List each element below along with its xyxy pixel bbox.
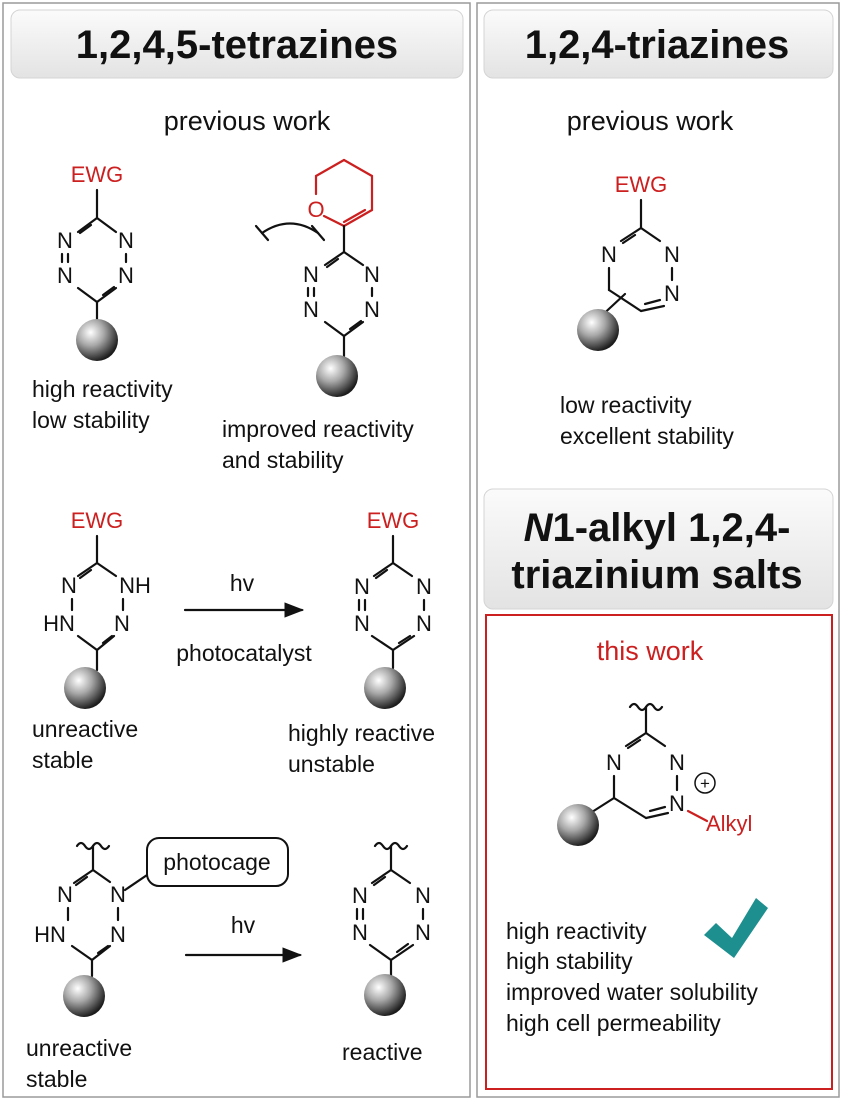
substituent-ball [316, 355, 358, 397]
svg-text:N: N [57, 263, 73, 288]
svg-text:N: N [416, 574, 432, 599]
svg-text:N: N [114, 611, 130, 636]
left-title-box [10, 9, 464, 79]
feature-high-stability: high stability [506, 948, 633, 974]
substituent-ball [63, 975, 105, 1017]
this-work-label: this work [597, 636, 704, 666]
svg-text:N: N [110, 882, 126, 907]
arrow-label-hv: hv [230, 570, 255, 596]
left-heading: previous work [164, 106, 331, 136]
substituent-ball [557, 804, 599, 846]
photocage-label: photocage [163, 849, 270, 875]
this-work-box [485, 614, 833, 1090]
substituent-ball [64, 667, 106, 709]
tetrazine-product-structure: N N N N [352, 841, 431, 1016]
svg-text:EWG: EWG [71, 508, 124, 533]
svg-text:N: N [664, 242, 680, 267]
svg-text:NH: NH [119, 573, 151, 598]
substituent-ball [577, 309, 619, 351]
salts-title-line2: triazinium salts [511, 553, 802, 597]
svg-text:N: N [669, 791, 685, 816]
svg-text:N: N [61, 573, 77, 598]
arrow2-label-hv: hv [231, 912, 256, 938]
alkyl-label: Alkyl [706, 811, 752, 836]
arrow-label-photocatalyst: photocatalyst [176, 640, 312, 666]
feature-cell-permeability: high cell permeability [506, 1010, 721, 1036]
photocaged-dihydrotetrazine-structure: N N HN N [34, 841, 152, 1017]
caption-excellent-stability: excellent stability [560, 423, 734, 449]
right-heading: previous work [567, 106, 734, 136]
svg-text:N: N [354, 574, 370, 599]
svg-text:EWG: EWG [367, 508, 420, 533]
svg-text:N: N [416, 611, 432, 636]
svg-text:N: N [118, 263, 134, 288]
svg-text:+: + [700, 774, 710, 793]
svg-text:O: O [307, 197, 324, 222]
svg-text:N: N [352, 920, 368, 945]
svg-text:N: N [364, 262, 380, 287]
caption-reactive: reactive [342, 1039, 423, 1065]
svg-text:N: N [57, 228, 73, 253]
right-title-box [483, 9, 834, 79]
svg-text:N: N [303, 297, 319, 322]
photocage-box [146, 837, 289, 887]
svg-text:HN: HN [34, 922, 66, 947]
substituent-ball [76, 319, 118, 361]
tetrazine-ewg-product-structure: EWG N N N N [354, 508, 432, 709]
tetrazine-ewg-structure: EWG N N N N [57, 162, 134, 361]
substituent-ball [364, 974, 406, 1016]
svg-text:EWG: EWG [71, 162, 124, 187]
svg-text:N: N [57, 882, 73, 907]
svg-text:N: N [601, 242, 617, 267]
svg-text:HN: HN [43, 611, 75, 636]
triazinium-salt-structure: N N N + Alkyl [557, 702, 752, 846]
caption-low-stability: low stability [32, 407, 150, 433]
right-title: 1,2,4-triazines [525, 23, 790, 67]
left-panel-border [2, 2, 471, 1098]
caption-unstable: unstable [288, 751, 375, 777]
left-title: 1,2,4,5-tetrazines [76, 23, 398, 67]
svg-text:N: N [606, 750, 622, 775]
right-panel-border [476, 2, 840, 1098]
svg-text:N: N [415, 883, 431, 908]
svg-text:EWG: EWG [615, 172, 668, 197]
caption-and-stability: and stability [222, 447, 344, 473]
feature-water-solubility: improved water solubility [506, 979, 758, 1005]
caption-unreactive: unreactive [32, 716, 138, 742]
dihydrotetrazine-structure: EWG N NH HN N [43, 508, 151, 709]
caption-highly-reactive: highly reactive [288, 720, 435, 746]
svg-text:N: N [364, 297, 380, 322]
caption-unreactive-2: unreactive [26, 1035, 132, 1061]
caption-high-reactivity: high reactivity [32, 376, 173, 402]
salts-title-line1: N1-alkyl 1,2,4- [524, 506, 791, 550]
triazine-ewg-structure: EWG N N N [577, 172, 680, 351]
svg-text:N: N [354, 611, 370, 636]
dihydropyran-tetrazine-structure: O N N N N [254, 158, 380, 397]
substituent-ball [364, 667, 406, 709]
svg-text:N: N [415, 920, 431, 945]
svg-text:N: N [118, 228, 134, 253]
salts-title-box [483, 488, 834, 610]
caption-improved-reactivity: improved reactivity [222, 416, 414, 442]
caption-stable: stable [32, 747, 93, 773]
svg-text:N: N [303, 262, 319, 287]
svg-text:N: N [664, 281, 680, 306]
svg-text:N: N [110, 922, 126, 947]
svg-text:N: N [669, 750, 685, 775]
svg-text:N: N [352, 883, 368, 908]
checkmark-icon [704, 898, 768, 958]
feature-high-reactivity: high reactivity [506, 918, 647, 944]
positive-charge-icon [694, 772, 716, 794]
caption-stable-2: stable [26, 1066, 87, 1092]
caption-low-reactivity: low reactivity [560, 392, 692, 418]
